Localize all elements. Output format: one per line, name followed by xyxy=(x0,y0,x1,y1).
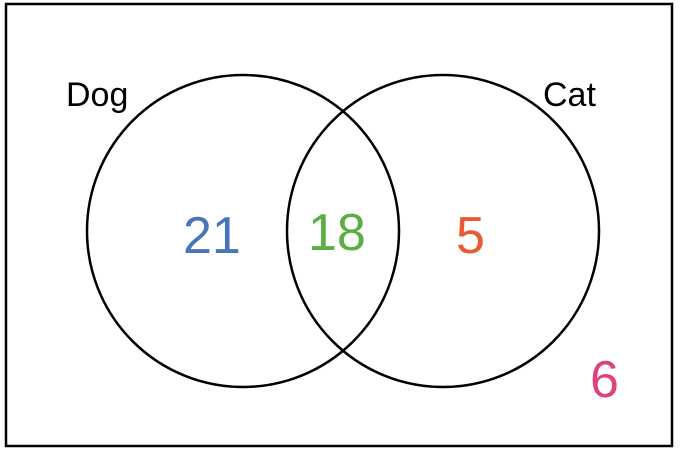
cat-only-count: 5 xyxy=(456,207,485,265)
dog-label: Dog xyxy=(66,76,128,114)
cat-circle xyxy=(285,73,601,389)
dog-only-count: 21 xyxy=(183,207,241,265)
dog-circle xyxy=(85,73,401,389)
both-count: 18 xyxy=(308,204,366,262)
cat-label: Cat xyxy=(543,76,596,114)
neither-count: 6 xyxy=(590,351,619,409)
universal-set-frame xyxy=(4,2,674,448)
